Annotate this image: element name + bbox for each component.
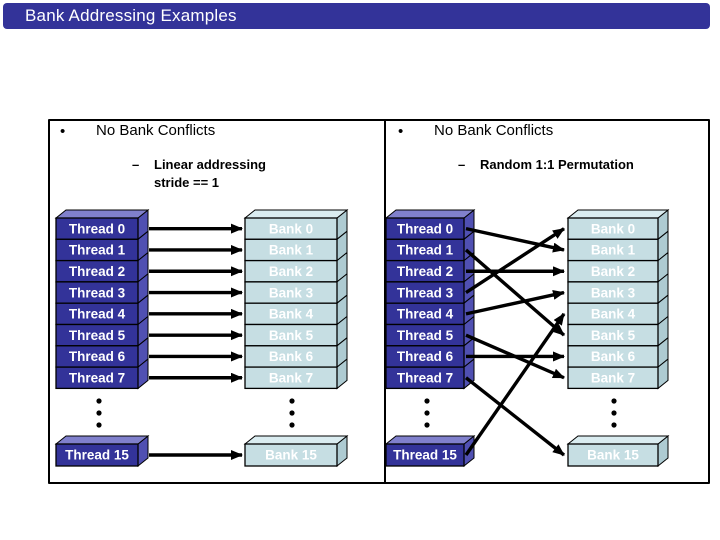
bullet-icon: • [398, 123, 404, 140]
panel-subheading: Random 1:1 Permutation [480, 157, 634, 172]
bullet-icon: • [60, 123, 66, 140]
title-bar: Bank Addressing Examples [3, 3, 710, 29]
panel-subheading-2: stride == 1 [154, 175, 220, 190]
sub-bullet-icon: – [458, 157, 466, 172]
panel-linear-addressing [48, 119, 386, 484]
sub-bullet-icon: – [132, 157, 140, 172]
panel-heading: No Bank Conflicts [434, 122, 554, 139]
slide-title: Bank Addressing Examples [25, 6, 237, 25]
panel-heading: No Bank Conflicts [96, 122, 216, 139]
panel-random-permutation [384, 119, 710, 484]
panel-subheading: Linear addressing [154, 157, 266, 172]
